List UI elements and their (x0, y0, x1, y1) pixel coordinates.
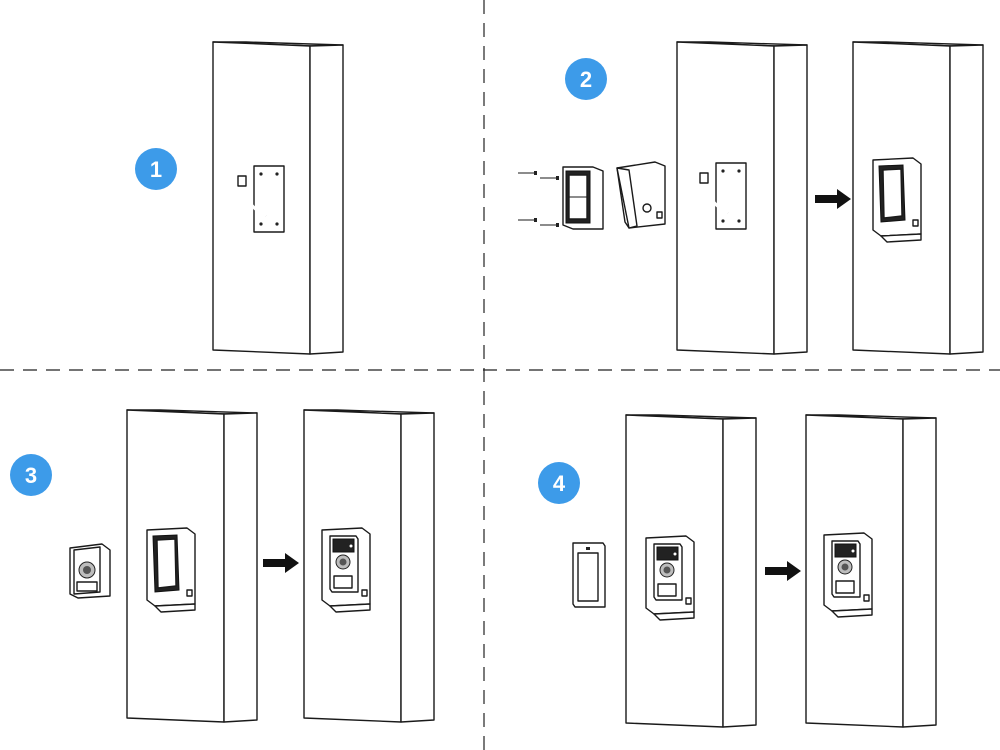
arrow-right-icon (263, 553, 299, 573)
step-badge (538, 462, 580, 504)
rain-shield (616, 161, 666, 229)
step-number-3: 3 (25, 463, 37, 488)
mounting-frame (146, 527, 196, 613)
step-badge-4: 4 (538, 462, 580, 504)
screw (518, 218, 537, 222)
screw (518, 171, 537, 175)
mounting-frame (872, 157, 922, 243)
step-number-1: 1 (150, 157, 162, 182)
step-badge (135, 148, 177, 190)
step-badge-1: 1 (135, 148, 177, 190)
door-station-module (831, 540, 861, 598)
arrow-right-icon (765, 561, 801, 581)
step-badge-3: 3 (10, 454, 52, 496)
screw (540, 176, 559, 180)
panel-step-3: 3 (10, 409, 435, 723)
door-station-module (329, 535, 359, 593)
step-number-4: 4 (553, 471, 566, 496)
door-station-module (653, 543, 683, 601)
screw (540, 223, 559, 227)
panel-step-4: 4 (538, 414, 937, 728)
door-station-installed (321, 527, 371, 613)
panel-step-1: 1 (135, 41, 344, 355)
arrow-right-icon (815, 189, 851, 209)
blank-cover-module (572, 542, 606, 608)
door-station-installed (645, 535, 695, 621)
door-station-module (69, 543, 111, 599)
step-badge (10, 454, 52, 496)
panel-step-2: 2 (518, 41, 984, 355)
step-badge (565, 58, 607, 100)
step-number-2: 2 (580, 67, 592, 92)
screws (518, 171, 559, 227)
door-station-installed (823, 532, 873, 618)
mounting-frame (562, 166, 604, 230)
step-badge-2: 2 (565, 58, 607, 100)
